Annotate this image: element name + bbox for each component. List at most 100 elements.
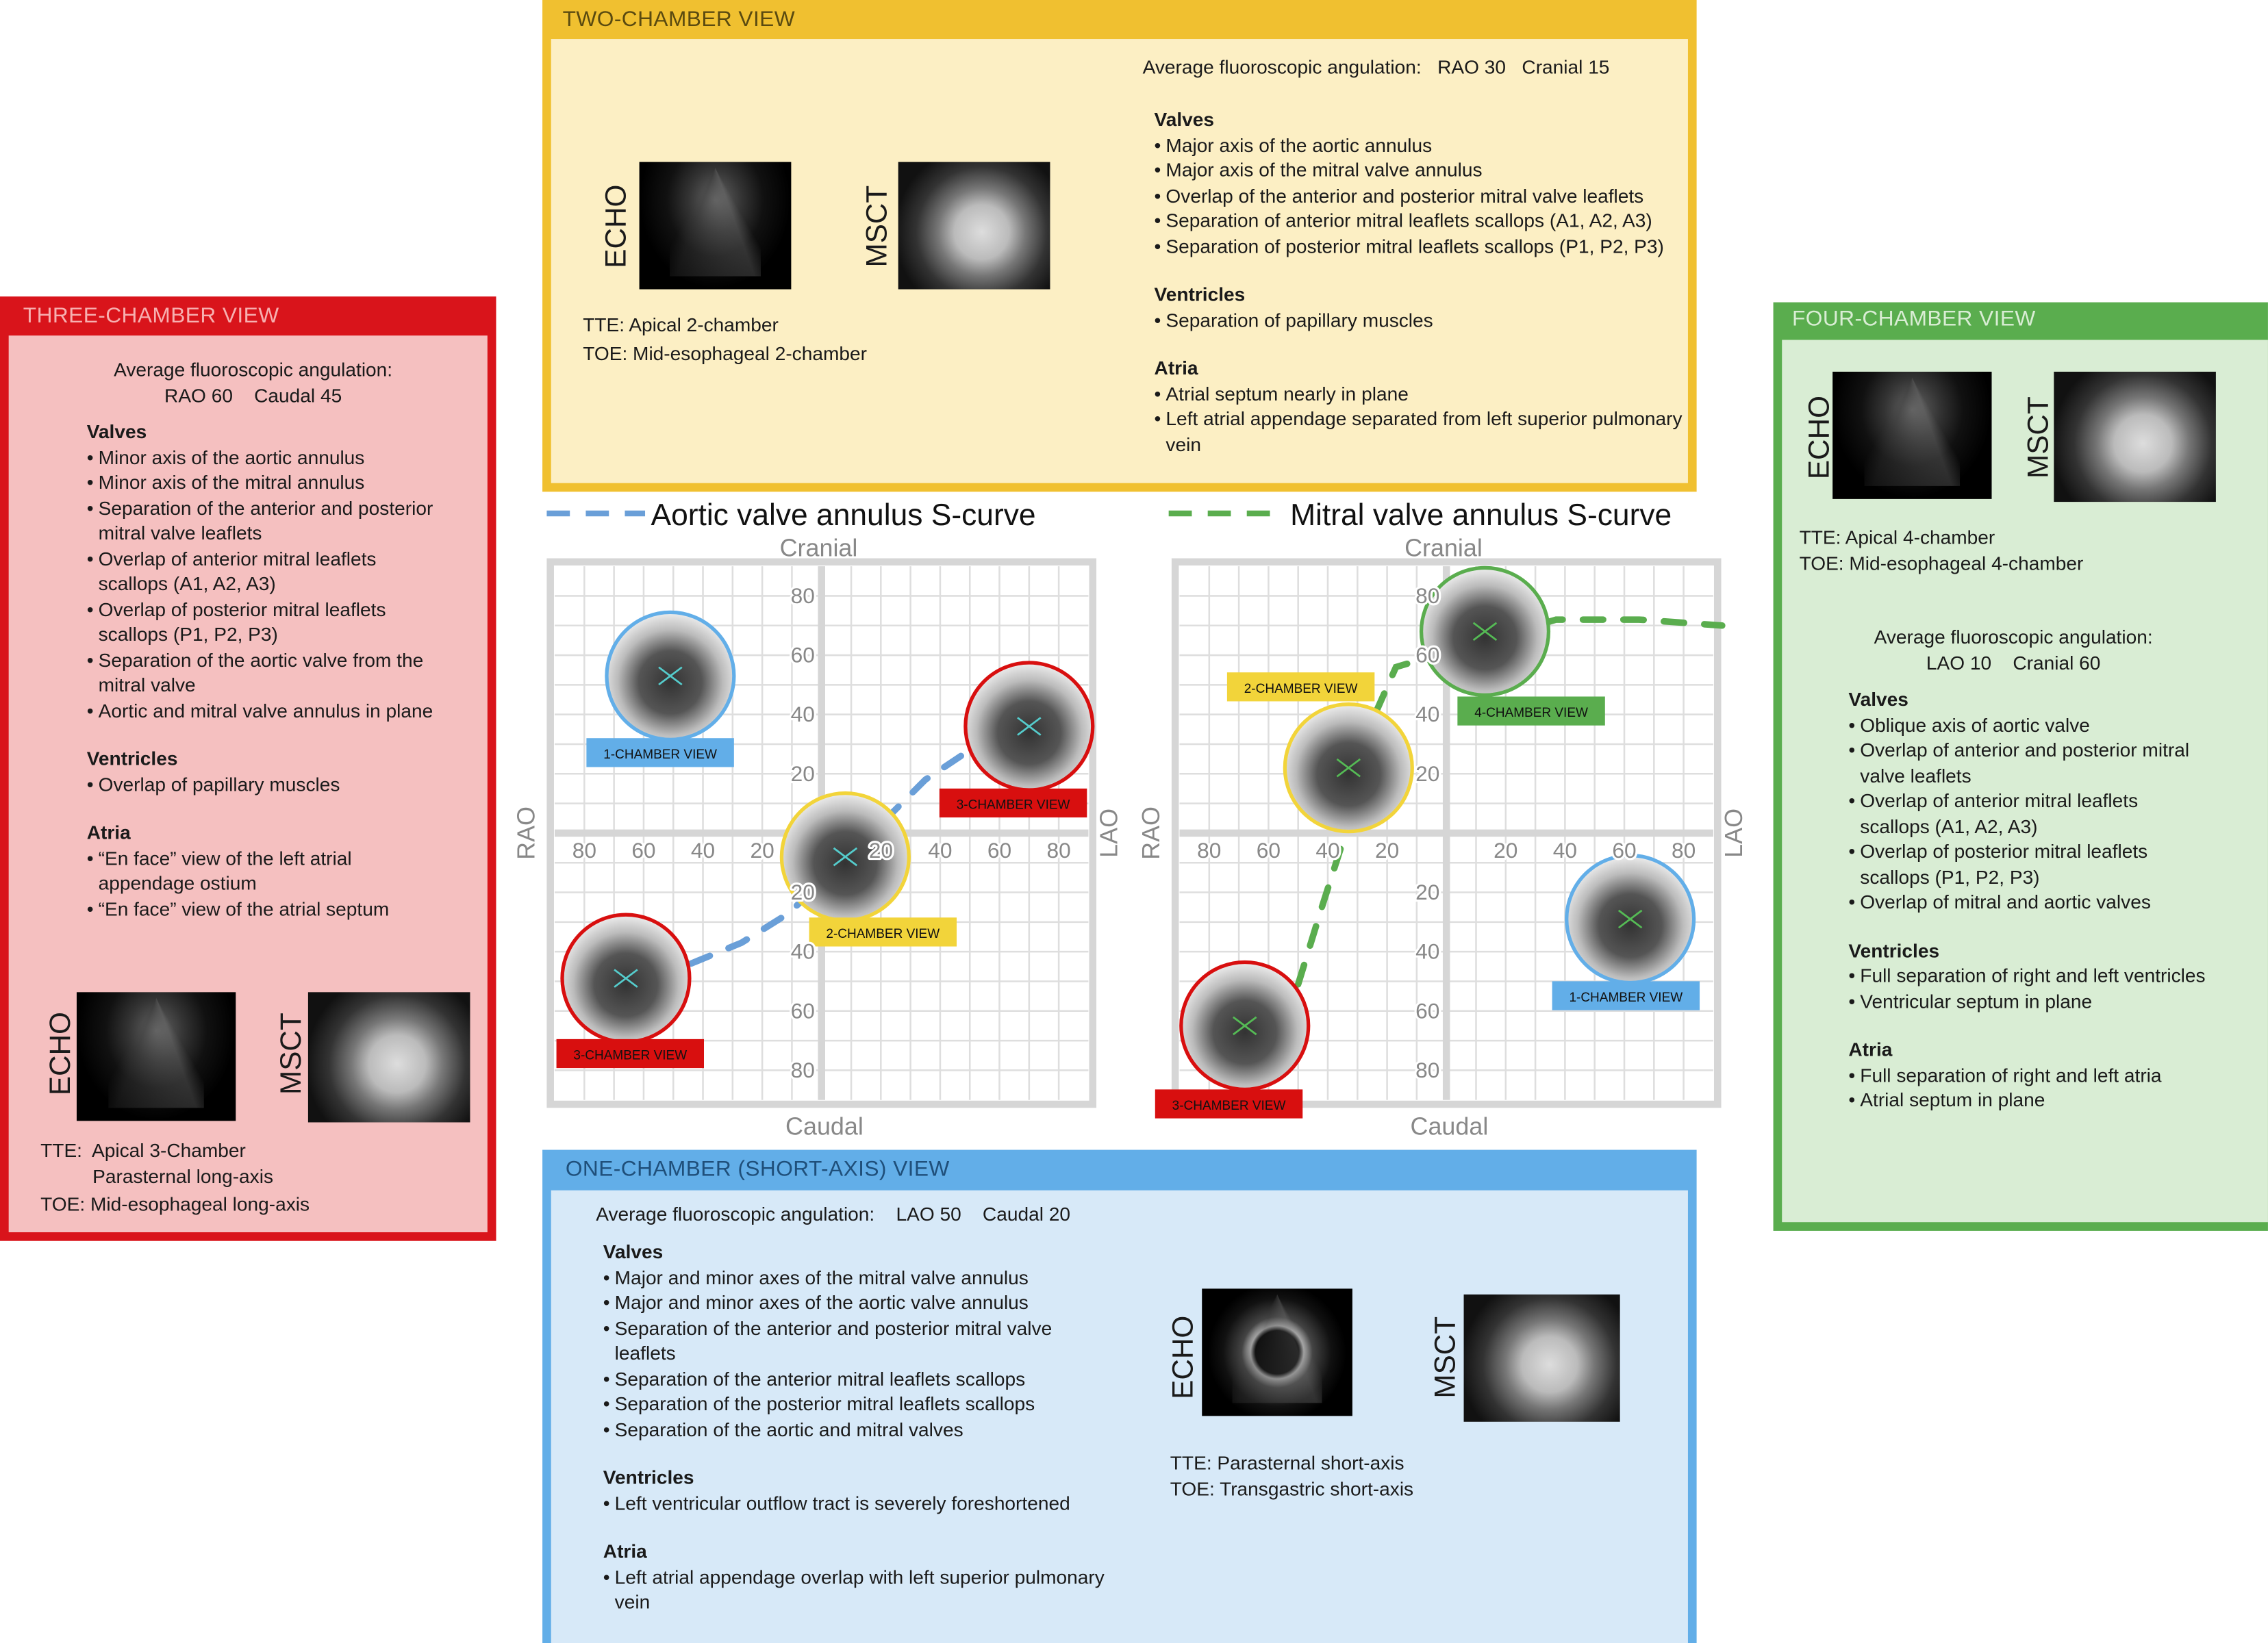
section-title: Valves	[1154, 108, 1215, 131]
x-tick-label: 80	[1047, 838, 1071, 863]
view-marker: 2-CHAMBER VIEW	[779, 791, 957, 947]
crosshair-icon	[614, 969, 638, 988]
axis-label-caudal: Caudal	[785, 1112, 864, 1140]
tte-text: TTE: Apical 3-Chamber	[40, 1139, 246, 1162]
list-item: Aortic and mitral valve annulus in plane	[87, 698, 434, 723]
list-item: Left atrial appendage overlap with left …	[603, 1564, 1109, 1615]
msct-image	[898, 162, 1050, 290]
list-item: Full separation of right and left atria	[1848, 1062, 2210, 1088]
y-tick-label: 60	[1415, 998, 1439, 1023]
section-title: Atria	[1848, 1038, 1893, 1060]
angulation-label: Average fluoroscopic angulation:	[596, 1203, 875, 1225]
bullet-list: Separation of papillary muscles	[1155, 307, 1704, 333]
crosshair-icon	[1617, 909, 1643, 929]
x-tick-label: 20	[869, 838, 893, 863]
three-chamber-panel: THREE-CHAMBER VIEW Average fluoroscopic …	[0, 296, 496, 1241]
y-tick-label: 20	[1415, 880, 1439, 904]
panel-title: ONE-CHAMBER (SHORT-AXIS) VIEW	[565, 1157, 950, 1182]
view-label-box	[1226, 672, 1375, 702]
y-tick-label: 80	[1415, 1058, 1439, 1082]
section-title: Atria	[603, 1540, 647, 1562]
view-marker: 4-CHAMBER VIEW	[1419, 565, 1605, 726]
axis-label-rao: RAO	[512, 806, 540, 860]
angulation-label: Average fluoroscopic angulation:	[1142, 56, 1422, 79]
section-title: Valves	[86, 420, 147, 443]
list-item: Separation of papillary muscles	[1155, 307, 1704, 333]
view-marker: 1-CHAMBER VIEW	[586, 610, 736, 767]
axis-label-cranial: Cranial	[780, 533, 858, 561]
echo-image	[76, 992, 236, 1121]
y-tick-label: 40	[791, 939, 815, 964]
y-tick-label: 60	[1415, 643, 1439, 667]
bullet-list: Major axis of the aortic annulusMajor ax…	[1155, 132, 1704, 259]
y-tick-label: 40	[791, 702, 815, 726]
view-label-box	[556, 1039, 705, 1069]
echo-image	[639, 162, 792, 290]
view-label-box	[1552, 981, 1700, 1010]
list-item: Major axis of the mitral valve annulus	[1155, 157, 1704, 183]
y-tick-label: 20	[791, 761, 815, 786]
x-tick-label: 60	[631, 838, 655, 863]
list-item: Left atrial appendage separated from lef…	[1155, 407, 1704, 457]
section-title: Atria	[86, 822, 131, 843]
toe-text: TOE: Mid-esophageal long-axis	[40, 1193, 310, 1215]
bullet-list: Oblique axis of aortic valveOverlap of a…	[1848, 713, 2210, 915]
section-valves: ValvesMajor axis of the aortic annulusMa…	[1155, 107, 1704, 259]
crosshair-icon	[1336, 758, 1361, 778]
list-item: Overlap of anterior and posterior mitral…	[1848, 737, 2210, 788]
list-item: Separation of the posterior mitral leafl…	[603, 1391, 1109, 1416]
list-item: Major and minor axes of the aortic valve…	[603, 1290, 1109, 1316]
crosshair-icon	[658, 666, 683, 686]
y-tick-label: 40	[1415, 702, 1439, 726]
list-item: Left ventricular outflow tract is severe…	[603, 1490, 1109, 1516]
chart-title: Aortic valve annulus S-curve	[651, 498, 1035, 532]
section-atria: AtriaFull separation of right and left a…	[1848, 1037, 2210, 1113]
msct-image	[1463, 1294, 1620, 1422]
list-item: Overlap of papillary muscles	[87, 772, 434, 797]
section-ventricles: VentriclesOverlap of papillary muscles	[87, 746, 434, 797]
panel-title: THREE-CHAMBER VIEW	[23, 303, 279, 329]
view-marker: 3-CHAMBER VIEW	[556, 913, 705, 1069]
one-sections: ValvesMajor and minor axes of the mitral…	[603, 1240, 1109, 1638]
one-chamber-panel: ONE-CHAMBER (SHORT-AXIS) VIEW Average fl…	[542, 1149, 1697, 1643]
view-marker: 1-CHAMBER VIEW	[1552, 853, 1700, 1010]
angulation-value: LAO 50 Caudal 20	[896, 1203, 1070, 1225]
list-item: Atrial septum nearly in plane	[1155, 381, 1704, 407]
view-label-box	[809, 917, 957, 947]
tte-text: TTE: Apical 4-chamber	[1799, 526, 1995, 548]
bullet-list: Full separation of right and left atriaA…	[1848, 1062, 2210, 1113]
section-atria: Atria“En face” view of the left atrial a…	[87, 820, 434, 921]
panel-title: TWO-CHAMBER VIEW	[562, 7, 796, 32]
section-valves: ValvesMinor axis of the aortic annulusMi…	[87, 420, 434, 724]
list-item: “En face” view of the atrial septum	[87, 896, 434, 921]
view-marker: 3-CHAMBER VIEW	[1155, 960, 1311, 1119]
echo-image	[1832, 371, 1992, 499]
crosshair-icon	[833, 847, 858, 867]
section-ventricles: VentriclesFull separation of right and l…	[1848, 938, 2210, 1014]
x-tick-label: 20	[1494, 838, 1517, 863]
axis-label-rao: RAO	[1137, 806, 1165, 860]
section-title: Ventricles	[603, 1466, 694, 1488]
y-tick-label: 80	[791, 583, 815, 608]
y-tick-label: 60	[791, 998, 815, 1023]
four-sections: ValvesOblique axis of aortic valveOverla…	[1848, 687, 2210, 1136]
crosshair-icon	[1233, 1016, 1257, 1036]
chart-0: Aortic valve annulus S-curveCranialCauda…	[512, 498, 1122, 1141]
x-tick-label: 40	[1553, 838, 1577, 863]
view-label: 1-CHAMBER VIEW	[603, 748, 717, 762]
chart-1: Mitral valve annulus S-curveCranialCauda…	[1137, 498, 1748, 1141]
list-item: Separation of the anterior and posterior…	[87, 496, 434, 546]
list-item: Separation of posterior mitral leaflets …	[1155, 233, 1704, 259]
view-label-box	[1457, 696, 1605, 726]
section-valves: ValvesOblique axis of aortic valveOverla…	[1848, 687, 2210, 915]
list-item: Minor axis of the mitral annulus	[87, 470, 434, 496]
y-tick-label: 60	[791, 643, 815, 667]
list-item: Overlap of posterior mitral leaflets sca…	[1848, 839, 2210, 889]
list-item: Separation of anterior mitral leaflets s…	[1155, 208, 1704, 233]
bullet-list: Minor axis of the aortic annulusMinor ax…	[87, 445, 434, 724]
chart-title: Mitral valve annulus S-curve	[1290, 498, 1672, 532]
list-item: Full separation of right and left ventri…	[1848, 963, 2210, 989]
